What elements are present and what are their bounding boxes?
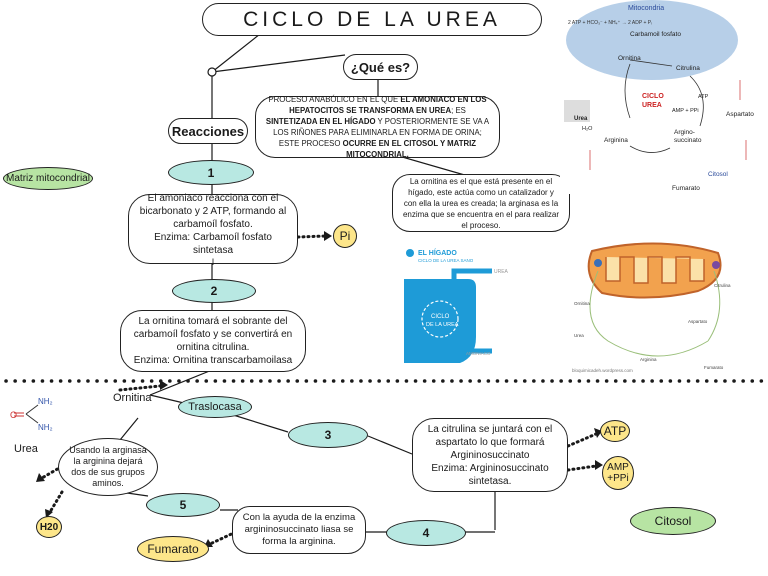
mito-aspartato: Aspartato <box>688 319 708 324</box>
cycle-argino: Argino- <box>674 129 695 136</box>
mito-credit: bloquimicadeh.wordpress.com <box>572 368 633 373</box>
svg-text:2 ATP + HCO₃⁻ + NH₄⁺ → 2 ADP +: 2 ATP + HCO₃⁻ + NH₄⁺ → 2 ADP + Pᵢ <box>568 20 652 26</box>
pi-circle: Pi <box>333 224 357 248</box>
cycle-citrulina: Citrulina <box>676 65 700 72</box>
liver-title: EL HÍGADO <box>418 248 457 257</box>
liver-amoniaco: AMONIACO <box>466 351 491 356</box>
ornitina-note-box: La ornitina es el que está presente en e… <box>392 174 570 232</box>
reacciones-pill: Reacciones <box>168 118 248 144</box>
cycle-carbamoil: Carbamoil fosfato <box>630 31 681 38</box>
step-5-text: Usando la arginasa la arginina dejará do… <box>69 445 147 488</box>
ornitina-note-text: La ornitina es el que está presente en e… <box>402 176 560 230</box>
definition-text: PROCESO ANABÓLICO EN EL QUE EL AMONIACO … <box>264 94 491 160</box>
step-4-box: Con la ayuda de la enzima argininosuccin… <box>232 506 366 554</box>
step-5-oval: 5 <box>146 493 220 517</box>
que-es-pill: ¿Qué es? <box>343 54 418 80</box>
cycle-succinato: succinato <box>674 137 702 144</box>
atp-circle: ATP <box>600 420 630 442</box>
que-es-label: ¿Qué es? <box>350 59 411 75</box>
mito-ornitina: Ornitina <box>574 301 590 306</box>
definition-box: PROCESO ANABÓLICO EN EL QUE EL AMONIACO … <box>255 94 500 160</box>
cycle-ciclo: CICLO <box>642 93 664 100</box>
cycle-citosol: Citosol <box>708 171 728 178</box>
page-title: CICLO DE LA UREA <box>243 7 501 31</box>
step-1-oval: 1 <box>168 160 254 185</box>
step-2-box: La ornitina tomará el sobrante del carba… <box>120 310 306 372</box>
step-1-enzyme: Enzima: Carbamoíl fosfato sintetasa <box>154 231 272 256</box>
mito-urea: Urea <box>574 333 584 338</box>
amp-ppi-circle: AMP +PPi <box>602 456 634 490</box>
reacciones-label: Reacciones <box>171 123 245 139</box>
step-2-enzyme: Enzima: Ornitina transcarbamoilasa <box>133 355 293 366</box>
step-1-text: El amoniaco reacciona con el bicarbonato… <box>139 192 287 230</box>
step-4-oval: 4 <box>386 520 466 546</box>
step-3-number: 3 <box>324 428 332 442</box>
definition-segment: ; ES <box>451 106 466 115</box>
urea-o: O <box>10 410 17 420</box>
cycle-ornitina: Ornitina <box>618 55 641 62</box>
ornitina-label: Ornitina <box>113 392 152 404</box>
urea-cycle-diagram-image: Mitocondria 2 ATP + HCO₃⁻ + NH₄⁺ → 2 ADP… <box>560 0 768 194</box>
definition-segment: SINTETIZADA EN EL HÍGADO <box>265 117 376 126</box>
step-3-oval: 3 <box>288 422 368 448</box>
step-3-enzyme: Enzima: Argininosuccinato sintetasa. <box>431 462 549 487</box>
step-5-number: 5 <box>179 498 187 512</box>
liver-subtitle: CICLO DE LA UREA SANO <box>418 258 474 263</box>
fumarato-circle: Fumarato <box>137 536 209 562</box>
urea-molecule-image: O NH₂ NH₂ <box>8 389 56 439</box>
step-3-text: La citrulina se juntará con el aspartato… <box>427 423 553 461</box>
cycle-fumarato: Fumarato <box>672 185 700 192</box>
cycle-atp: ATP <box>698 94 709 100</box>
traslocasa-label: Traslocasa <box>188 401 242 413</box>
urea-label: Urea <box>14 443 38 455</box>
step-4-text: Con la ayuda de la enzima argininosuccin… <box>242 512 356 547</box>
cycle-aspartato: Aspartato <box>726 111 754 118</box>
cycle-amp: AMP + PPi <box>672 108 699 114</box>
definition-segment: Y POSTERIORMENTE SE VA A LOS RIÑONES PAR… <box>273 117 490 148</box>
liver-image: CICLO DE LA UREA EL HÍGADO CICLO DE LA U… <box>400 241 516 368</box>
citosol-oval: Citosol <box>630 507 716 535</box>
h2o-circle: H20 <box>36 516 62 538</box>
pi-label: Pi <box>339 229 351 243</box>
citosol-label: Citosol <box>654 514 692 528</box>
step-3-box: La citrulina se juntará con el aspartato… <box>412 418 568 492</box>
step-1-roman: I <box>211 256 215 267</box>
liver-ciclo-urea: DE LA UREA <box>426 322 459 328</box>
definition-segment: EL AMONIACO EN LOS HEPATOCITOS SE TRANSF… <box>289 95 487 115</box>
cycle-arginina: Arginina <box>604 137 628 144</box>
step-1-box: El amoniaco reacciona con el bicarbonato… <box>128 192 298 267</box>
title-pill: CICLO DE LA UREA <box>202 3 542 36</box>
amp-ppi-label: AMP +PPi <box>607 462 629 484</box>
mito-fumarato: Fumarato <box>704 365 724 370</box>
liver-urea: UREA <box>494 269 509 275</box>
definition-segment: PROCESO ANABÓLICO EN EL QUE <box>268 95 401 104</box>
step-5-box: Usando la arginasa la arginina dejará do… <box>58 438 158 496</box>
step-2-text: La ornitina tomará el sobrante del carba… <box>133 316 293 353</box>
cycle-urea-label: Urea <box>574 116 588 122</box>
step-4-number: 4 <box>422 526 430 540</box>
cycle-h2o: H₂O <box>582 126 593 132</box>
step-2-number: 2 <box>210 284 218 298</box>
mitochondria-image: Ornitina Citrulina Arginina Urea Fumarat… <box>568 241 739 375</box>
liver-ciclo: CICLO <box>431 314 450 320</box>
traslocasa-oval: Traslocasa <box>178 396 252 418</box>
mito-citrulina: Citrulina <box>714 283 731 288</box>
cycle-urea-word: UREA <box>642 102 662 109</box>
matriz-label: Matriz mitocondrial <box>6 173 90 184</box>
cycle-mitocondria: Mitocondria <box>628 5 664 12</box>
fumarato-label: Fumarato <box>147 542 199 556</box>
matriz-mitocondrial-oval: Matriz mitocondrial <box>3 167 93 190</box>
h2o-label: H20 <box>39 521 59 533</box>
atp-label: ATP <box>603 424 627 438</box>
urea-nh2-a: NH₂ <box>38 397 53 406</box>
urea-nh2-b: NH₂ <box>38 423 53 432</box>
step-1-number: 1 <box>207 165 215 180</box>
definition-segment: OCURRE EN EL CITOSOL Y MATRIZ MITOCONDRI… <box>342 139 477 159</box>
step-2-oval: 2 <box>172 279 256 303</box>
mito-arginina: Arginina <box>640 357 657 362</box>
